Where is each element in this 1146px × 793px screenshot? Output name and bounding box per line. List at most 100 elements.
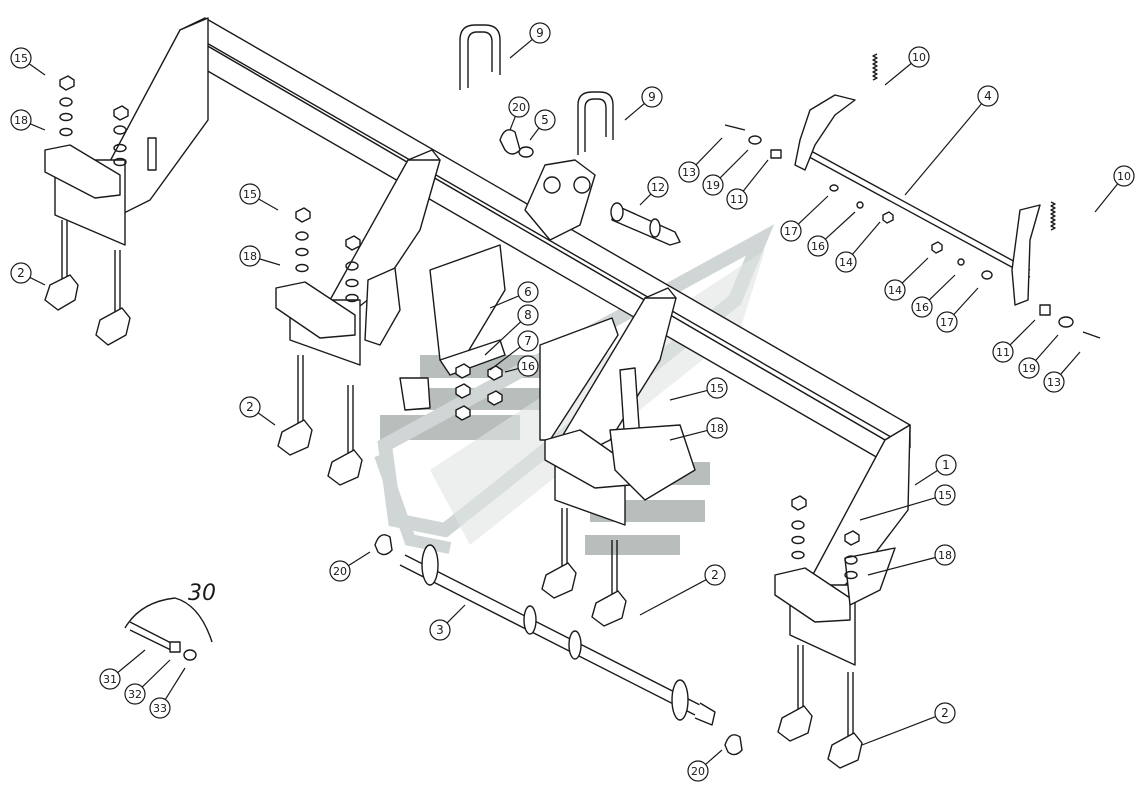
callout-number: 6 bbox=[524, 285, 532, 299]
callout-leader bbox=[824, 211, 856, 240]
callout-circle bbox=[10, 262, 32, 284]
callout-number: 10 bbox=[1117, 170, 1131, 183]
callout-9: 9 bbox=[529, 22, 551, 44]
callout-2: 2 bbox=[934, 702, 956, 724]
callout-10: 10 bbox=[1113, 165, 1135, 187]
callout-circle bbox=[239, 183, 261, 205]
callout-number: 20 bbox=[333, 565, 347, 578]
callout-14: 14 bbox=[884, 279, 906, 301]
callout-number: 7 bbox=[524, 334, 532, 348]
callout-16: 16 bbox=[517, 355, 539, 377]
callout-2: 2 bbox=[239, 396, 261, 418]
callout-leader bbox=[901, 257, 929, 284]
callout-2: 2 bbox=[10, 262, 32, 284]
callout-32: 32 bbox=[124, 683, 146, 705]
callout-leader bbox=[509, 38, 533, 59]
callout-leader bbox=[484, 321, 522, 356]
callout-circle bbox=[992, 341, 1014, 363]
callout-18: 18 bbox=[239, 245, 261, 267]
callout-circle bbox=[239, 245, 261, 267]
callout-number: 20 bbox=[691, 765, 705, 778]
callout-circle bbox=[10, 109, 32, 131]
callout-leader bbox=[861, 716, 936, 746]
callout-leader bbox=[489, 295, 520, 309]
callout-33: 33 bbox=[149, 697, 171, 719]
callout-20: 20 bbox=[687, 760, 709, 782]
callout-18: 18 bbox=[10, 109, 32, 131]
callout-6: 6 bbox=[517, 281, 539, 303]
callout-number: 2 bbox=[941, 706, 949, 720]
callout-circle bbox=[935, 454, 957, 476]
callout-leaders bbox=[28, 38, 1119, 765]
callout-7: 7 bbox=[517, 330, 539, 352]
callout-leader bbox=[30, 123, 46, 131]
callout-number: 17 bbox=[784, 225, 798, 238]
callout-number: 19 bbox=[1022, 362, 1036, 375]
callout-19: 19 bbox=[702, 174, 724, 196]
callout-leader bbox=[928, 274, 956, 301]
callout-circle bbox=[239, 396, 261, 418]
callout-number: 18 bbox=[243, 250, 257, 263]
callout-11: 11 bbox=[726, 188, 748, 210]
callout-circle bbox=[329, 560, 351, 582]
callout-leader bbox=[859, 497, 936, 521]
callout-leader bbox=[797, 195, 829, 225]
callout-circle bbox=[934, 484, 956, 506]
callout-number: 3 bbox=[436, 623, 444, 637]
callout-leader bbox=[446, 604, 466, 624]
callout-circle bbox=[934, 544, 956, 566]
callout-circle bbox=[934, 702, 956, 724]
callout-number: 18 bbox=[938, 549, 952, 562]
callout-number: 2 bbox=[246, 400, 254, 414]
callout-leader bbox=[258, 198, 279, 211]
callout-leader bbox=[624, 103, 645, 121]
callout-number: 15 bbox=[710, 382, 724, 395]
callout-leader bbox=[489, 346, 521, 371]
callout-leader bbox=[1035, 334, 1059, 361]
callout-number: 8 bbox=[524, 308, 532, 322]
frame-drawing bbox=[44, 17, 1101, 769]
callout-leader bbox=[141, 659, 171, 688]
callout-circle bbox=[835, 251, 857, 273]
callout-leader bbox=[257, 412, 276, 426]
callout-leader bbox=[28, 63, 46, 76]
callout-leader bbox=[259, 258, 281, 266]
callout-circle bbox=[517, 281, 539, 303]
callout-leader bbox=[884, 62, 912, 86]
callout-number: 15 bbox=[14, 52, 28, 65]
callout-15: 15 bbox=[934, 484, 956, 506]
callout-15: 15 bbox=[239, 183, 261, 205]
callout-15: 15 bbox=[10, 47, 32, 69]
callout-20: 20 bbox=[508, 96, 530, 118]
callout-circle bbox=[1043, 371, 1065, 393]
callout-circle bbox=[10, 47, 32, 69]
callout-circle bbox=[647, 176, 669, 198]
callout-number: 15 bbox=[243, 188, 257, 201]
callout-circle bbox=[936, 311, 958, 333]
callout-circle bbox=[687, 760, 709, 782]
callout-leader bbox=[117, 649, 146, 674]
callout-circle bbox=[517, 330, 539, 352]
callout-2: 2 bbox=[704, 564, 726, 586]
callout-14: 14 bbox=[835, 251, 857, 273]
callout-leader bbox=[509, 116, 516, 131]
callout-4: 4 bbox=[977, 85, 999, 107]
callout-number: 16 bbox=[521, 360, 535, 373]
callout-5: 5 bbox=[534, 109, 556, 131]
callout-leader bbox=[742, 159, 769, 192]
callout-circle bbox=[517, 355, 539, 377]
callout-12: 12 bbox=[647, 176, 669, 198]
assembly-group-label: 30 bbox=[188, 581, 216, 606]
callout-leader bbox=[852, 221, 881, 255]
callout-leader bbox=[719, 149, 749, 179]
callout-circle bbox=[977, 85, 999, 107]
callout-circle bbox=[911, 296, 933, 318]
callout-circle bbox=[702, 174, 724, 196]
callout-13: 13 bbox=[678, 161, 700, 183]
callout-3: 3 bbox=[429, 619, 451, 641]
callout-leader bbox=[669, 429, 708, 441]
callout-leader bbox=[914, 469, 938, 486]
callout-leader bbox=[164, 667, 186, 700]
callout-number: 16 bbox=[915, 301, 929, 314]
callout-number: 14 bbox=[888, 284, 902, 297]
